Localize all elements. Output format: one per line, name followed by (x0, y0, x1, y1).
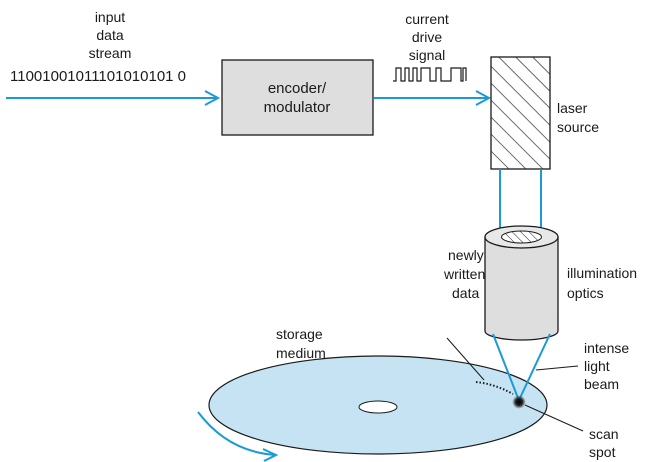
storage-medium-disc (208, 355, 548, 455)
beam-label-line3: beam (584, 376, 619, 392)
input-label-line1: input (95, 9, 125, 25)
input-data-stream-label: input data stream (89, 9, 132, 61)
rotation-arrow (197, 411, 279, 462)
spot-label-line2: spot (589, 444, 616, 460)
square-wave-signal (393, 67, 467, 82)
intense-light-beam (492, 333, 551, 399)
written-label-line2: written (443, 266, 485, 282)
scan-spot-label: scan spot (589, 426, 619, 460)
written-data-track (475, 381, 514, 395)
spot-label-line1: scan (589, 426, 619, 442)
storage-label-line2: medium (276, 345, 326, 361)
drive-label-line3: signal (409, 47, 446, 63)
drive-signal-label: current drive signal (405, 11, 449, 63)
drive-arrow (374, 90, 492, 106)
storage-medium-label: storage medium (276, 326, 326, 361)
input-label-line3: stream (89, 45, 132, 61)
laser-source-block (490, 56, 551, 170)
scan-spot (512, 395, 526, 409)
bitstream-label: 11001001011101010101 0 (10, 68, 186, 85)
optics-aperture (501, 230, 542, 244)
laser-label-line2: source (557, 119, 599, 135)
optics-label-line2: optics (567, 285, 604, 301)
encoder-label-line2: modulator (264, 99, 331, 116)
laser-source-label: laser source (557, 100, 599, 135)
intense-light-beam-label: intense light beam (584, 340, 629, 392)
beam-label-line2: light (584, 358, 610, 374)
laser-label-line1: laser (557, 100, 588, 116)
input-label-line2: data (96, 27, 123, 43)
scan-spot-leader (524, 404, 584, 432)
beam-label-line1: intense (584, 340, 629, 356)
drive-label-line1: current (405, 11, 449, 27)
optics-label-line1: illumination (567, 265, 637, 281)
illumination-optics-label: illumination optics (567, 265, 637, 301)
written-label-line3: data (452, 285, 479, 301)
encoder-modulator-block: encoder/ modulator (221, 59, 374, 136)
beam-leader (535, 365, 579, 371)
written-label-line1: newly (448, 247, 484, 263)
illumination-optics (484, 225, 559, 341)
storage-label-line1: storage (276, 326, 323, 342)
input-arrow (6, 90, 221, 106)
laser-beam (499, 169, 542, 230)
disc-center-hole (358, 400, 398, 414)
written-data-leader (446, 337, 485, 381)
encoder-label-line1: encoder/ (268, 80, 327, 97)
drive-label-line2: drive (412, 29, 443, 45)
newly-written-data-label: newly written data (443, 247, 485, 301)
